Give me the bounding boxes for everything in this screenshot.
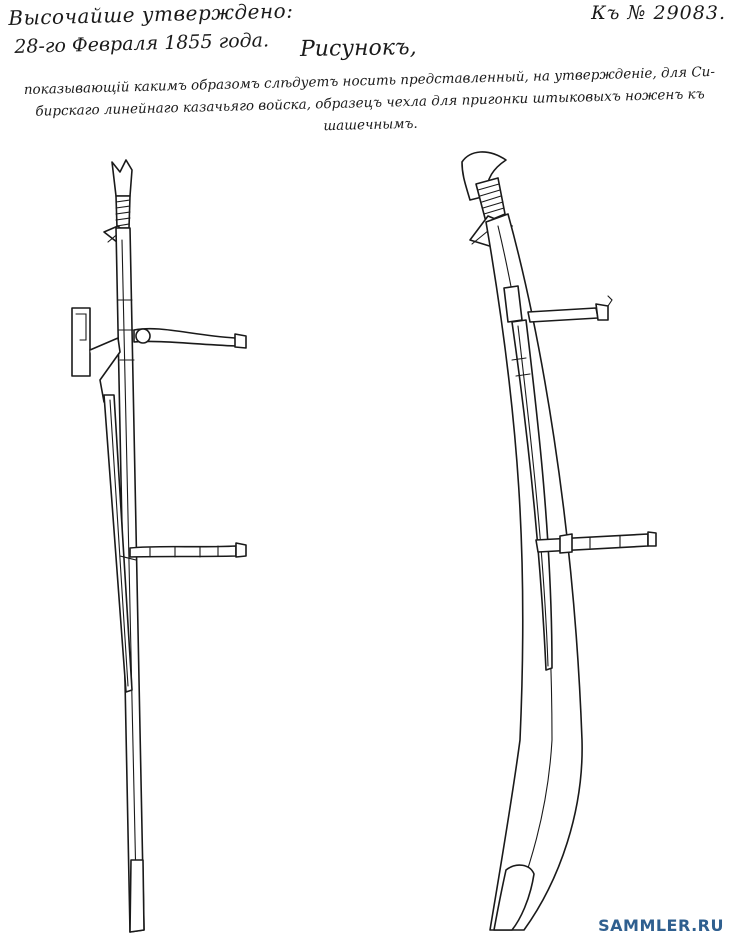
curved-shashka-figure [461, 151, 657, 931]
straight-sword-figure [71, 159, 247, 933]
document-number: Къ № 29083. [591, 2, 726, 24]
watermark-text: SAMMLER.RU [598, 916, 724, 935]
